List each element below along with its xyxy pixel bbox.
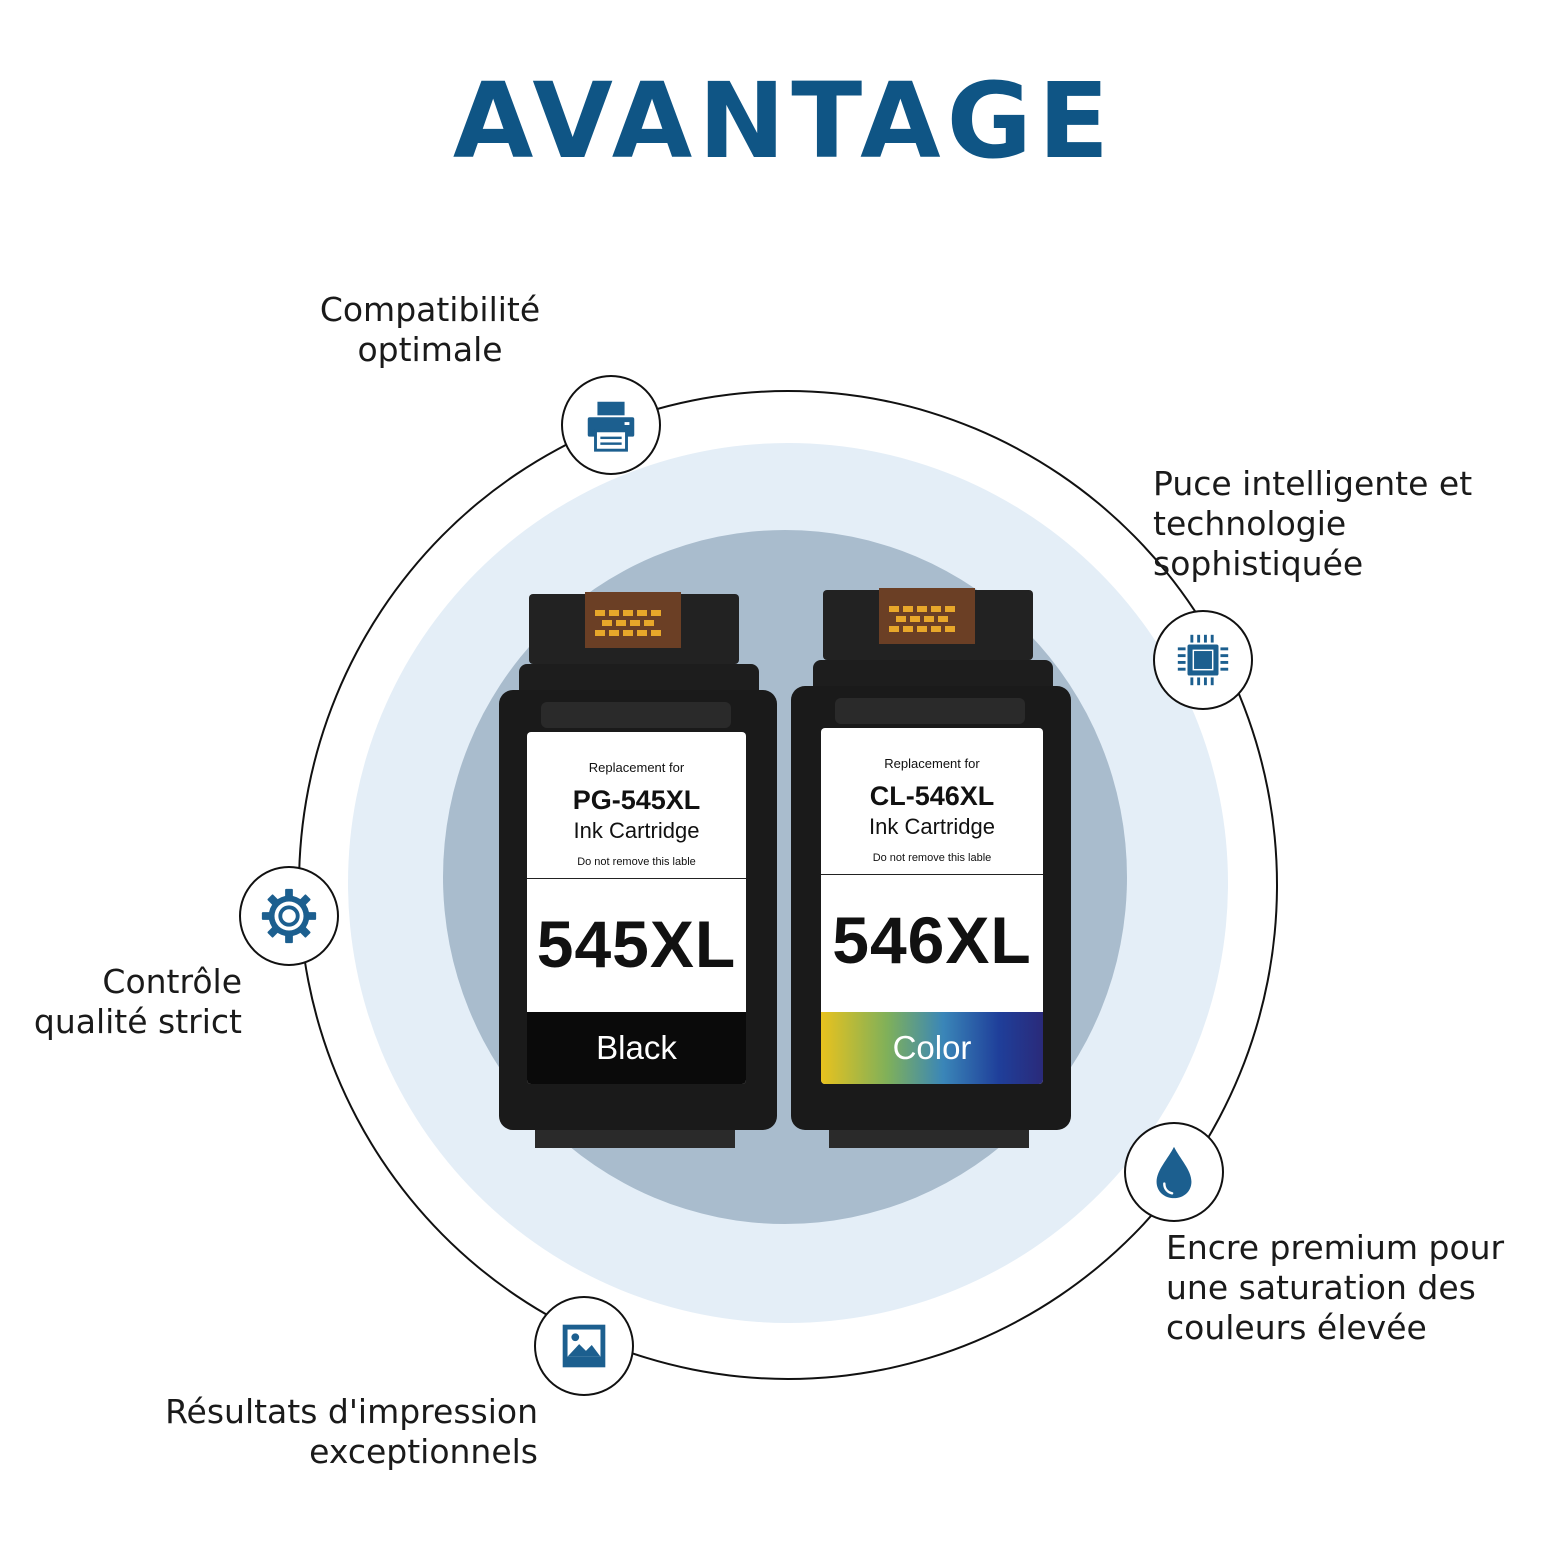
color-cartridge-label: Replacement for CL-546XL Ink Cartridge D… xyxy=(821,728,1043,1084)
color-cartridge-band: Color xyxy=(821,1012,1043,1084)
black-cartridge-model: PG-545XL xyxy=(572,785,701,815)
image-icon xyxy=(562,1324,606,1368)
page-title: AVANTAGE xyxy=(452,60,1116,182)
gear-badge xyxy=(239,866,339,966)
chip-icon xyxy=(1177,634,1229,686)
feature-results-text: Résultats d'impression exceptionnels xyxy=(165,1392,538,1471)
black-cartridge-code: 545XL xyxy=(536,907,737,981)
black-cartridge-label: Replacement for PG-545XL Ink Cartridge D… xyxy=(527,732,746,1084)
feature-ring xyxy=(298,390,1278,1380)
feature-quality-text: Contrôle qualité strict xyxy=(33,962,242,1041)
image-badge xyxy=(534,1296,634,1396)
chip-badge xyxy=(1153,610,1253,710)
gear-icon xyxy=(261,888,317,944)
color-cartridge: Replacement for CL-546XL Ink Cartridge D… xyxy=(789,586,1073,1150)
feature-compatibility-text: Compatibilité optimale xyxy=(319,290,541,369)
feature-chip-text: Puce intelligente et technologie sophist… xyxy=(1153,464,1473,583)
ink-badge xyxy=(1124,1122,1224,1222)
ink-drop-icon xyxy=(1156,1146,1192,1199)
feature-ink-text: Encre premium pour une saturation des co… xyxy=(1166,1228,1505,1347)
black-cartridge: Replacement for PG-545XL Ink Cartridge D… xyxy=(495,590,779,1150)
color-cartridge-code: 546XL xyxy=(832,903,1032,977)
color-cartridge-model: CL-546XL xyxy=(869,781,995,811)
printer-badge xyxy=(561,375,661,475)
black-cartridge-band: Black xyxy=(527,1012,746,1084)
printer-icon xyxy=(587,401,635,452)
